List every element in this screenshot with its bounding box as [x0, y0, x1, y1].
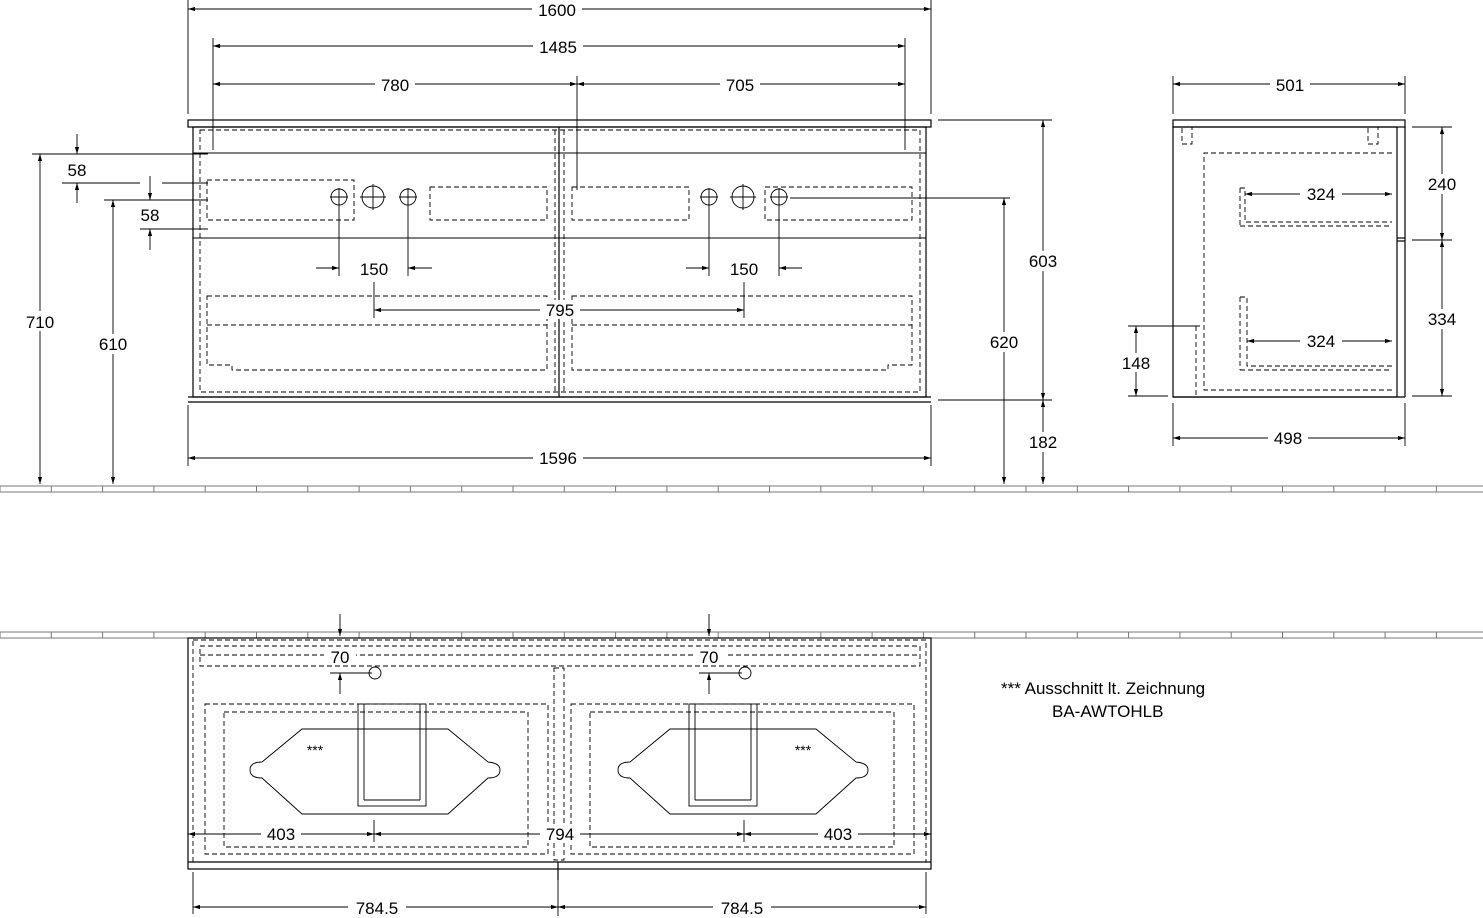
top-view: *** *** 70 70 403 794 403 784.5 78	[187, 614, 932, 918]
dim-right-section: 705	[726, 76, 754, 95]
dim-left-section: 780	[381, 76, 409, 95]
front-view: 1600 1485 780 705 710 610 58 58 603 182	[20, 0, 1066, 484]
tap-holes-right	[700, 184, 788, 210]
top-outline	[187, 637, 932, 870]
dim-plinth-height: 182	[1029, 433, 1057, 452]
dim-side-upper-height: 240	[1428, 175, 1456, 194]
dim-tap-spacing-right: 150	[730, 260, 758, 279]
dim-body-height: 603	[1029, 252, 1057, 271]
side-body	[1172, 126, 1398, 398]
dim-side-lower-height: 334	[1428, 310, 1456, 329]
dim-side-depth-bottom: 498	[1274, 429, 1302, 448]
dim-height-total: 710	[26, 313, 54, 332]
countertop	[187, 119, 932, 128]
lower-drawer-left	[206, 295, 548, 371]
dim-top-offset-a: 58	[68, 161, 87, 180]
basin-mark-left: ***	[307, 742, 324, 758]
dim-drain-height: 620	[990, 333, 1018, 352]
dim-height-drain: 610	[99, 335, 127, 354]
lower-drawer-right	[571, 295, 913, 371]
side-view: 501 498 324 324 240 334 148	[1115, 75, 1465, 448]
dim-half-width-right: 784.5	[721, 899, 764, 918]
dim-side-bottom-offset: 148	[1122, 354, 1150, 373]
dim-tap-offset-left: 70	[331, 648, 350, 667]
basin-mark-right: ***	[795, 742, 812, 758]
side-countertop	[1172, 119, 1406, 128]
dim-total-width: 1600	[538, 1, 576, 20]
dim-edge-to-basin-left: 403	[267, 825, 295, 844]
dim-top-offset-b: 58	[141, 206, 160, 225]
basin-right	[617, 703, 869, 815]
cutout-note-line1: *** Ausschnitt lt. Zeichnung	[1001, 679, 1206, 698]
dim-top-basin-centers: 794	[546, 825, 574, 844]
dim-inner-width: 1485	[539, 38, 577, 57]
dim-basin-centers: 795	[546, 301, 574, 320]
dim-drawer-depth-lower: 324	[1307, 332, 1335, 351]
dim-side-depth-top: 501	[1276, 76, 1304, 95]
basin-left	[249, 703, 501, 815]
cutout-note-line2: BA-AWTOHLB	[1052, 702, 1164, 721]
dim-bottom-width: 1596	[539, 449, 577, 468]
dim-drawer-depth-upper: 324	[1307, 185, 1335, 204]
wall-line	[0, 631, 1483, 639]
floor-line	[0, 485, 1483, 493]
dim-half-width-left: 784.5	[356, 899, 399, 918]
dim-tap-offset-right: 70	[700, 648, 719, 667]
tap-holes-left	[330, 184, 417, 210]
dim-tap-spacing-left: 150	[360, 260, 388, 279]
dim-edge-to-basin-right: 403	[824, 825, 852, 844]
